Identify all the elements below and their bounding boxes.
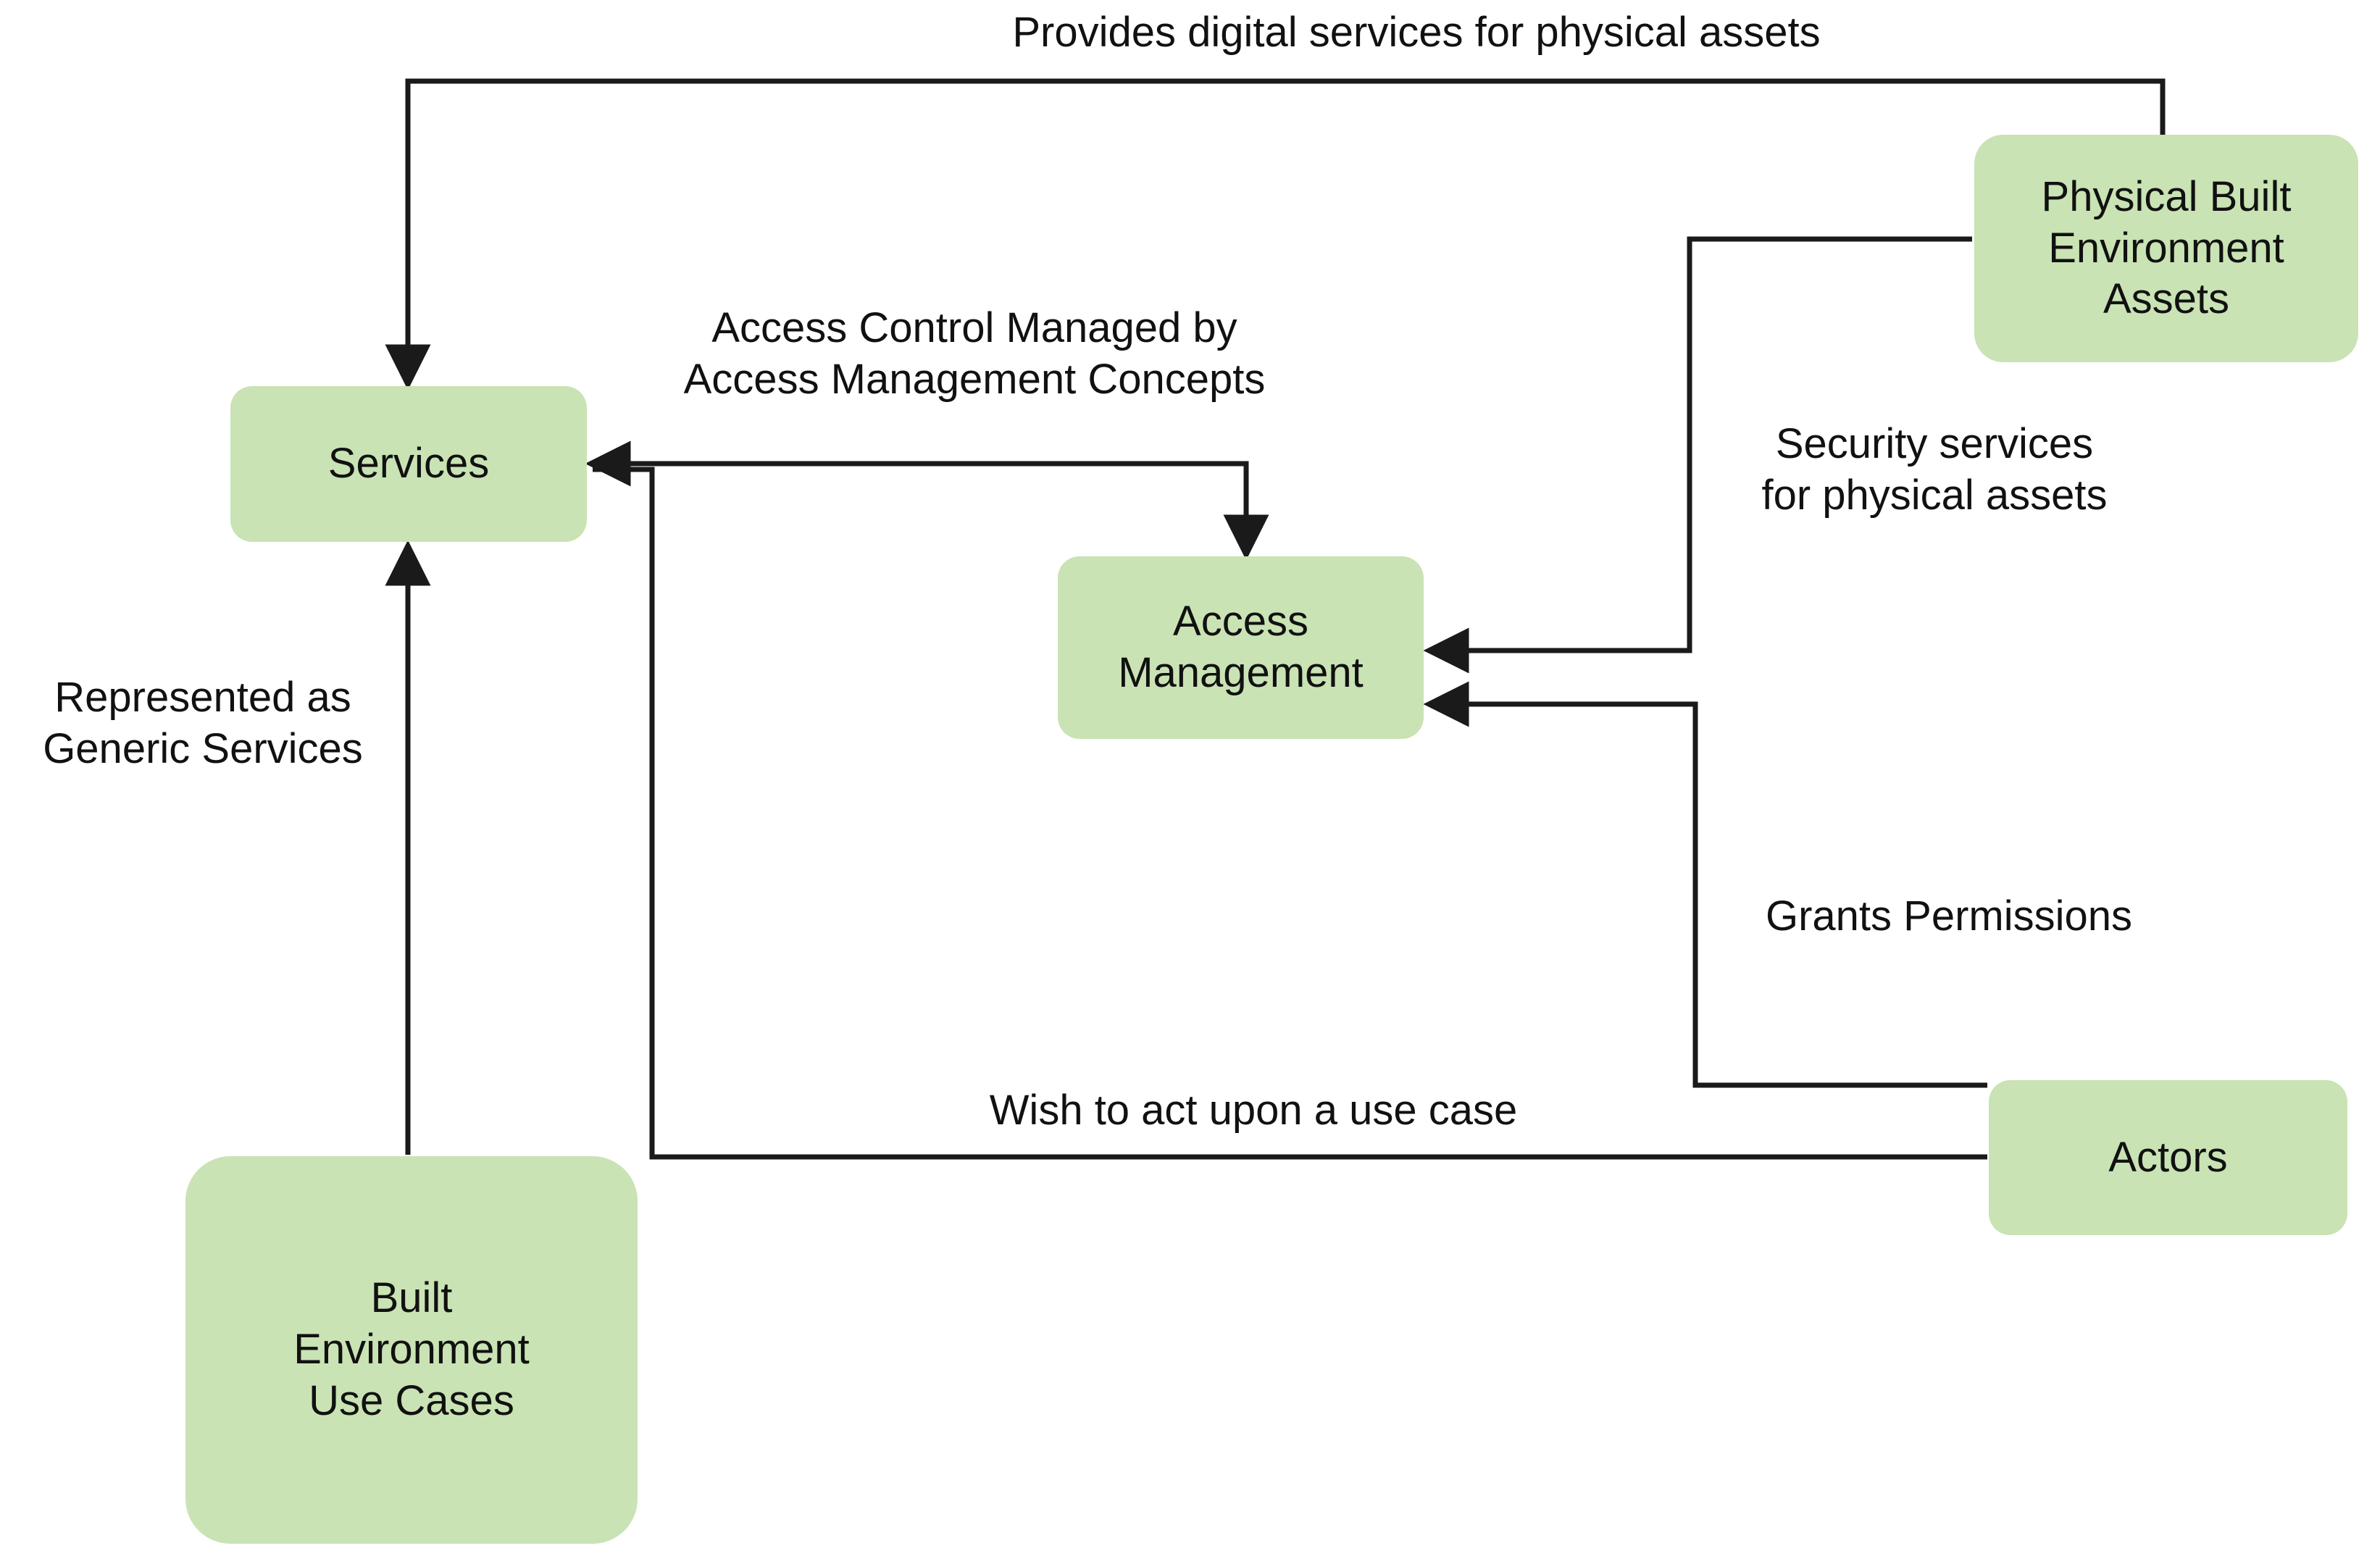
edge-label-access-control-managed-by: Access Control Managed by Access Managem… bbox=[683, 304, 1266, 403]
edge-label-provides-digital-services: Provides digital services for physical a… bbox=[1012, 9, 1821, 56]
edge-provides-digital-services bbox=[385, 78, 2166, 390]
edge-label-represented-as-generic-services: Represented as Generic Services bbox=[43, 674, 363, 772]
node-physical-built-environment-assets-label: Physical Built Environment Assets bbox=[2041, 172, 2292, 323]
node-actors-label: Actors bbox=[2108, 1133, 2228, 1181]
edge-label-grants-permissions: Grants Permissions bbox=[1765, 892, 2133, 940]
node-built-environment-use-cases[interactable]: Built Environment Use Cases bbox=[185, 1156, 638, 1544]
node-physical-built-environment-assets[interactable]: Physical Built Environment Assets bbox=[1974, 135, 2358, 362]
edge-access-control-managed-by bbox=[585, 440, 1269, 561]
edge-label-wish-to-act-upon-a-use-case: Wish to act upon a use case bbox=[989, 1087, 1518, 1134]
node-services-label: Services bbox=[327, 440, 490, 488]
node-access-management[interactable]: Access Management bbox=[1058, 556, 1424, 739]
node-services[interactable]: Services bbox=[230, 386, 587, 542]
edge-label-security-services: Security services for physical assets bbox=[1761, 420, 2108, 519]
node-actors[interactable]: Actors bbox=[1989, 1080, 2347, 1235]
node-access-management-label: Access Management bbox=[1118, 598, 1364, 696]
node-built-environment-use-cases-label: Built Environment Use Cases bbox=[293, 1274, 530, 1424]
edge-grants-permissions bbox=[1423, 681, 1987, 1088]
edge-security-services bbox=[1423, 236, 1972, 674]
edge-wish-to-act-upon-a-use-case bbox=[593, 467, 1987, 1160]
